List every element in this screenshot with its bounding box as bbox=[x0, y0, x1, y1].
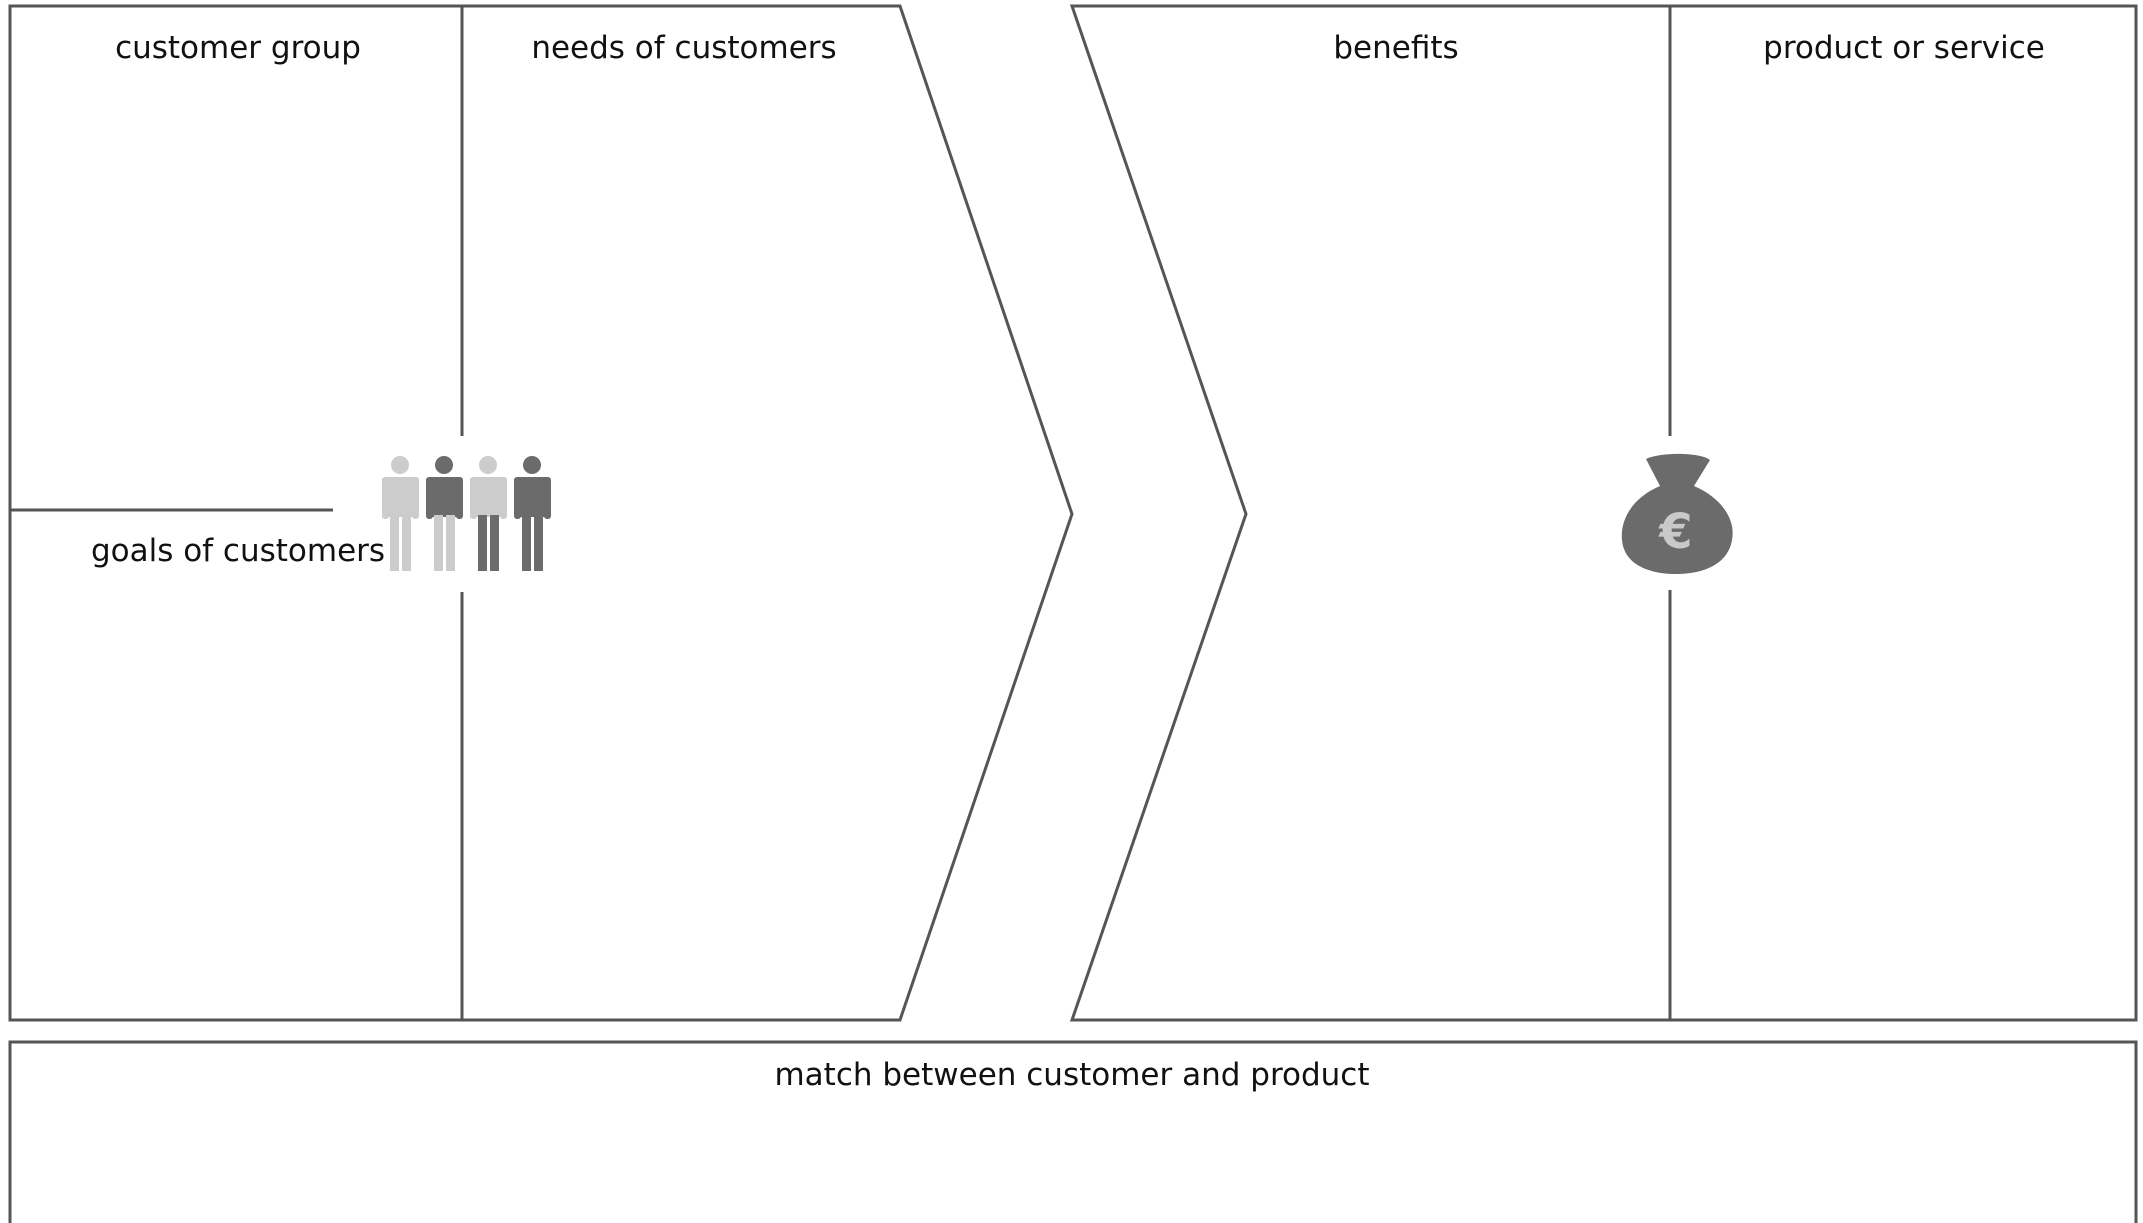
goals-label: goals of customers bbox=[91, 533, 385, 569]
customer-group-label: customer group bbox=[115, 30, 361, 66]
person-dark-icon bbox=[426, 456, 463, 571]
benefits-label: benefits bbox=[1333, 30, 1458, 66]
product-chevron-outline bbox=[1069, 4, 2138, 1022]
match-label: match between customer and product bbox=[774, 1057, 1369, 1093]
match-box-outline bbox=[8, 1040, 2138, 1223]
person-dark-icon bbox=[514, 456, 551, 571]
money-bag-euro-icon: € bbox=[1621, 453, 1733, 574]
match-section: match between customer and product bbox=[8, 1040, 2138, 1223]
customer-side: customer group needs of customers goals … bbox=[8, 4, 1074, 1022]
customer-arrow-outline bbox=[8, 4, 1074, 1022]
person-light-icon bbox=[382, 456, 419, 571]
needs-label: needs of customers bbox=[531, 30, 836, 66]
product-label: product or service bbox=[1763, 30, 2045, 66]
people-icon bbox=[382, 456, 551, 571]
person-light-icon bbox=[470, 456, 507, 571]
euro-symbol: € bbox=[1658, 504, 1692, 560]
product-side: benefits product or service € bbox=[1069, 4, 2138, 1022]
